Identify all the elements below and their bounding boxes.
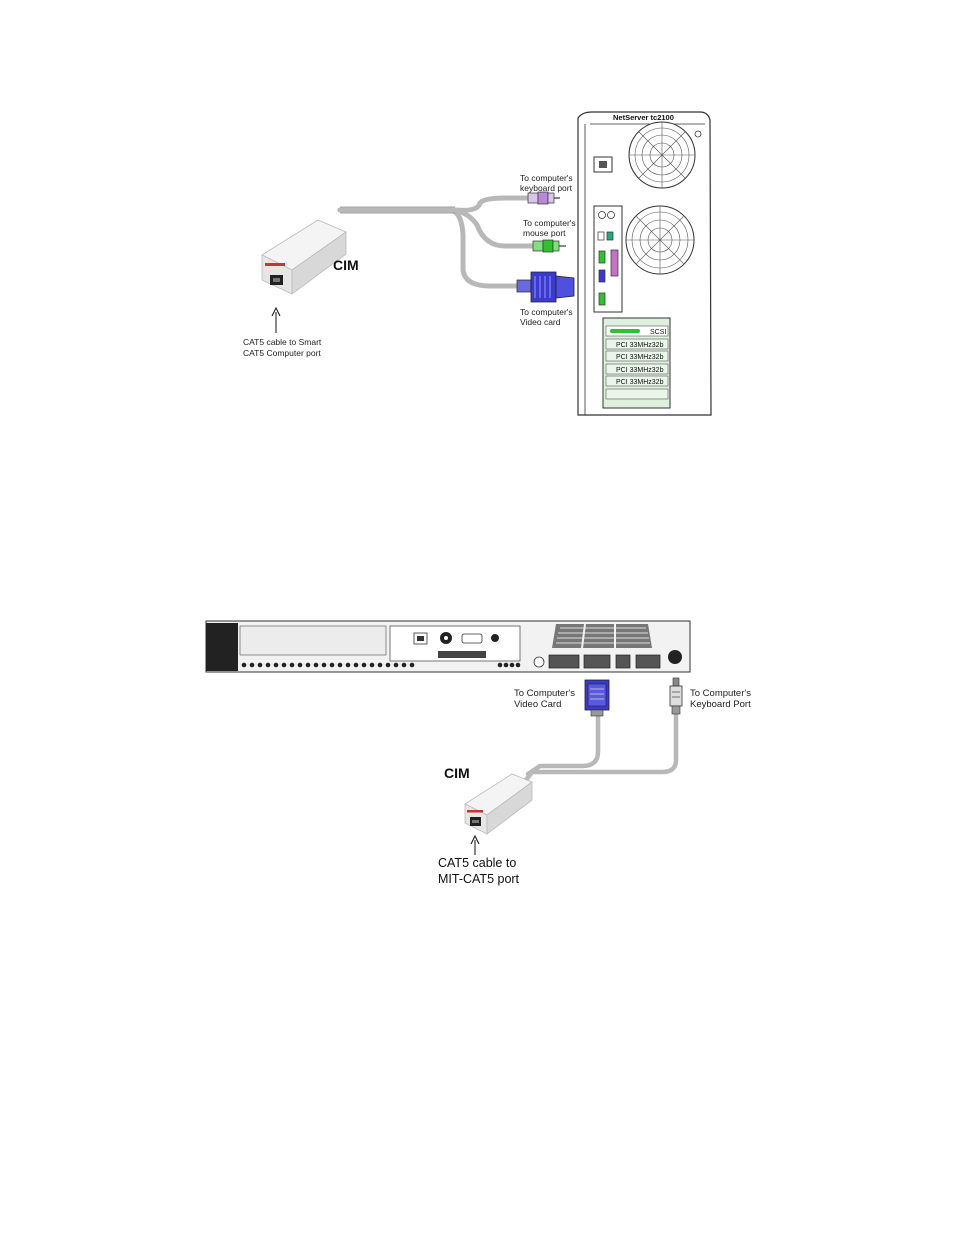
rack-dot bbox=[249, 662, 255, 668]
rack-dot bbox=[497, 662, 503, 668]
serial-port-icon bbox=[635, 654, 661, 669]
screw-icon bbox=[694, 130, 702, 138]
rack-dot bbox=[345, 662, 351, 668]
cat5-label: CAT5 cable to MIT-CAT5 port bbox=[438, 856, 520, 886]
rack-dot bbox=[503, 662, 509, 668]
keyboard-port-label: To computer's keyboard port bbox=[520, 173, 575, 193]
mouse-port-label: To computer's mouse port bbox=[523, 218, 578, 238]
vga-connector-icon bbox=[584, 679, 610, 717]
rack-dot bbox=[297, 662, 303, 668]
server-title: NetServer tc2100 bbox=[613, 113, 674, 122]
rack-dot bbox=[289, 662, 295, 668]
cim-device bbox=[464, 773, 533, 835]
rack-dot bbox=[401, 662, 407, 668]
tower-server: NetServer tc2100 bbox=[577, 111, 712, 416]
vga-connector-icon bbox=[516, 271, 575, 303]
rack-dot bbox=[337, 662, 343, 668]
rack-dot bbox=[257, 662, 263, 668]
rack-dot bbox=[273, 662, 279, 668]
rack-dot bbox=[393, 662, 399, 668]
rack-dot bbox=[377, 662, 383, 668]
rack-dot bbox=[353, 662, 359, 668]
slot-label: PCI 33MHz32b bbox=[616, 379, 664, 386]
rack-dot bbox=[369, 662, 375, 668]
rack-dot bbox=[321, 662, 327, 668]
keyboard-connector-icon bbox=[527, 191, 560, 205]
slot-label: PCI 33MHz32b bbox=[616, 342, 664, 349]
rack-dot bbox=[313, 662, 319, 668]
arrow-up-icon bbox=[271, 306, 281, 333]
cim-device bbox=[261, 219, 347, 295]
rack-dot bbox=[305, 662, 311, 668]
video-port-icon bbox=[583, 654, 611, 669]
arrow-up-icon bbox=[470, 834, 480, 855]
keyboard-port-icon bbox=[668, 650, 682, 664]
rack-dot bbox=[281, 662, 287, 668]
diagram-2-rack-connection: CIM CAT5 cable to MIT-CAT5 port To Compu… bbox=[205, 620, 754, 886]
video-card-label: To Computer's Video Card bbox=[514, 688, 578, 710]
cat5-label: CAT5 cable to Smart CAT5 Computer port bbox=[243, 337, 324, 358]
slot-label: SCSI bbox=[650, 329, 666, 336]
fan-icon bbox=[628, 121, 696, 189]
keyboard-connector-icon bbox=[669, 677, 683, 715]
slot-label: PCI 33MHz32b bbox=[616, 367, 664, 374]
slot-label: PCI 33MHz32b bbox=[616, 354, 664, 361]
fan-icon bbox=[625, 205, 695, 275]
rack-vents bbox=[552, 623, 652, 649]
cim-cables bbox=[523, 709, 679, 783]
rack-dot bbox=[515, 662, 521, 668]
rack-dot bbox=[265, 662, 271, 668]
rack-dot bbox=[509, 662, 515, 668]
cim-label: CIM bbox=[444, 765, 470, 781]
serial-port-icon bbox=[461, 633, 483, 644]
network-ports-icon bbox=[548, 654, 580, 669]
cim-label: CIM bbox=[333, 257, 359, 273]
cim-cables bbox=[337, 195, 538, 289]
rack-dot bbox=[361, 662, 367, 668]
mouse-connector-icon bbox=[532, 239, 566, 253]
rack-dot bbox=[241, 662, 247, 668]
rack-server bbox=[205, 620, 691, 673]
rack-dot bbox=[409, 662, 415, 668]
rack-dot-row bbox=[241, 662, 521, 668]
video-card-label: To computer's Video card bbox=[520, 307, 575, 327]
keyboard-port-label: To Computer's Keyboard Port bbox=[690, 688, 754, 710]
rack-dot bbox=[385, 662, 391, 668]
rack-dot bbox=[329, 662, 335, 668]
diagram-1-tower-connection: NetServer tc2100 bbox=[243, 111, 712, 416]
